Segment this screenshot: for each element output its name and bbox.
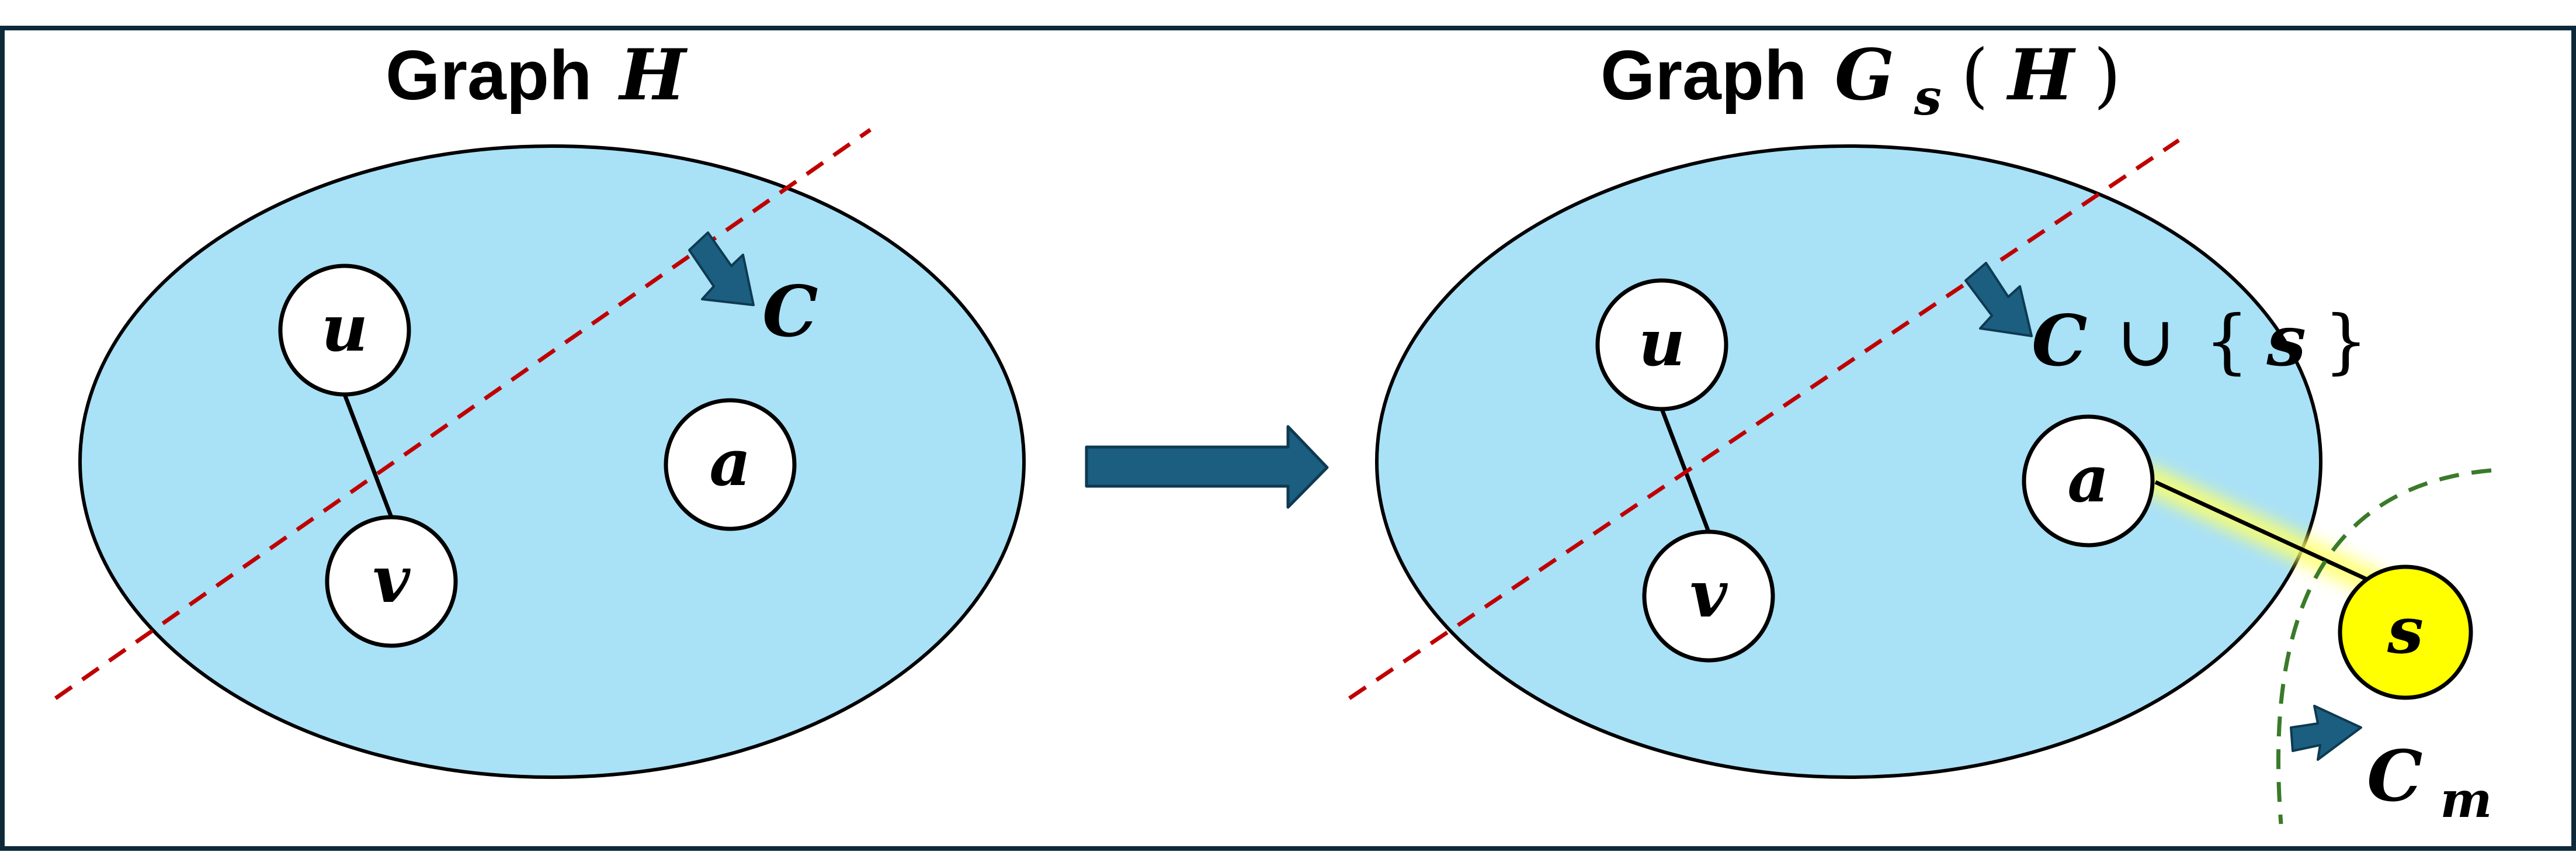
left-node-a: a <box>664 398 797 531</box>
right-node-v-label: v <box>1690 556 1728 632</box>
right-panel: Graph G s ( H ) C ∪ { s } C <box>1348 34 2492 829</box>
right-title-word: Graph <box>1601 36 1807 115</box>
right-node-u-label: u <box>1638 305 1685 380</box>
right-edge-a-s <box>2154 480 2373 584</box>
right-node-v: v <box>1642 529 1775 663</box>
right-cut-label: C ∪ { s } <box>2032 300 2368 382</box>
left-region-ellipse <box>78 144 1026 779</box>
left-panel: Graph H C u v a <box>54 34 1026 779</box>
left-edge-u-v <box>342 393 394 518</box>
right-arrow-icon <box>1085 425 1329 509</box>
right-node-a-label: a <box>2067 441 2109 517</box>
right-cut-line <box>1348 138 2180 700</box>
right-node-s: s <box>2338 564 2473 700</box>
right-title-math-sub: s <box>1914 68 1942 126</box>
left-cut-line <box>54 128 872 700</box>
right-cut-label-main: C <box>2032 300 2088 382</box>
left-node-a-label: a <box>709 425 751 500</box>
outer-cut-arrow-icon <box>2290 705 2362 761</box>
left-title-word: Graph <box>386 36 592 115</box>
outer-cut-label-sub: m <box>2440 771 2492 829</box>
right-title-math-main: G <box>1835 34 1894 116</box>
right-node-u: u <box>1595 278 1728 411</box>
right-cut-label-union: ∪ <box>2117 301 2176 382</box>
left-node-v-label: v <box>373 542 411 617</box>
left-node-u: u <box>278 264 411 397</box>
right-title: Graph G s ( H ) <box>1601 34 2121 130</box>
right-cut-label-elem: s <box>2266 300 2306 382</box>
outer-cut-curve <box>2276 468 2492 825</box>
right-cut-label-open: { <box>2204 301 2249 382</box>
left-cut-arrow-icon <box>688 231 755 306</box>
outer-cut-label-main: C <box>2367 735 2423 818</box>
right-cut-arrow-icon <box>1964 262 2033 337</box>
right-title-math-open: ( <box>1961 35 1988 116</box>
right-node-s-label: s <box>2387 593 2424 668</box>
right-node-a: a <box>2022 414 2155 548</box>
right-region-ellipse <box>1375 144 2322 779</box>
right-title-math-arg: H <box>2006 34 2076 116</box>
left-title-math: H <box>618 34 688 116</box>
right-cut-label-close: } <box>2324 301 2368 382</box>
left-cut-label: C <box>762 271 818 353</box>
left-title: Graph H <box>386 34 688 116</box>
left-node-v: v <box>325 515 458 648</box>
right-title-math-close: ) <box>2094 35 2121 116</box>
left-node-u-label: u <box>321 290 368 366</box>
outer-cut-label: C m <box>2367 735 2492 829</box>
